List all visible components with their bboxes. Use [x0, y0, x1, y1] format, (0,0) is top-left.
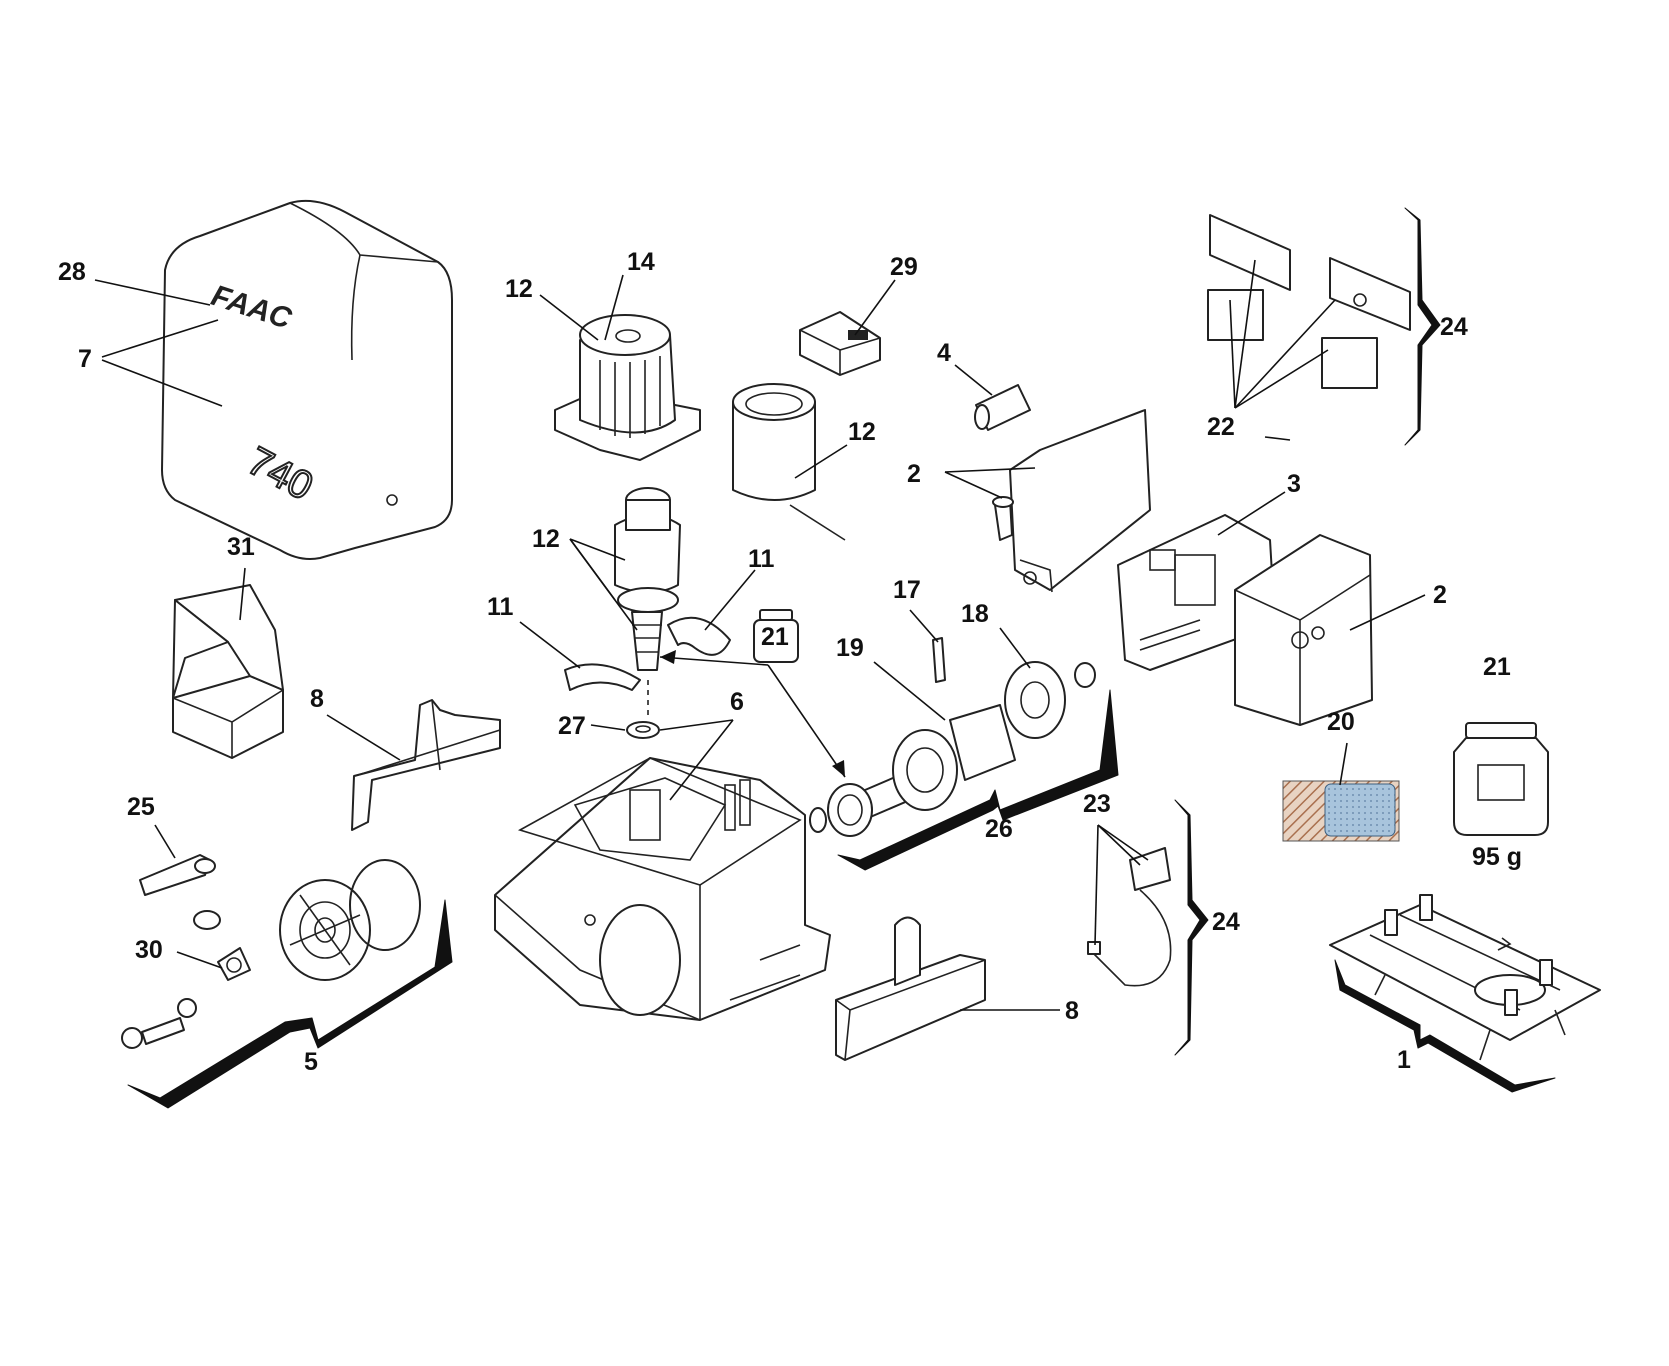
motor-winding — [732, 383, 846, 541]
gearbox-housing — [494, 757, 831, 1021]
callout-29: 29 — [890, 253, 918, 281]
callout-24a: 24 — [1440, 313, 1468, 341]
filter-pad — [1282, 780, 1400, 842]
callout-19: 19 — [836, 634, 864, 662]
release-bracket-right — [835, 916, 986, 1061]
callout-30: 30 — [135, 936, 163, 964]
callout-21b: 21 — [1483, 653, 1511, 681]
callout-11a: 11 — [748, 545, 775, 573]
callout-4: 4 — [937, 339, 951, 367]
capacitor — [974, 384, 1031, 431]
grease-jar-small — [753, 609, 799, 663]
callout-11b: 11 — [487, 593, 514, 621]
callout-12a: 12 — [505, 275, 533, 303]
limit-switch — [1087, 847, 1172, 987]
callout-6: 6 — [730, 688, 744, 716]
callout-21a-label: 21 — [761, 623, 789, 651]
release-bracket-left — [351, 699, 501, 831]
motor-stator — [554, 314, 701, 461]
jar-weight: 95 g — [1472, 843, 1522, 871]
callout-14: 14 — [627, 248, 655, 276]
grease-pointer-arrows — [659, 650, 846, 778]
callout-23: 23 — [1083, 790, 1111, 818]
callout-2b: 2 — [1433, 581, 1447, 609]
callout-26: 26 — [985, 815, 1013, 843]
callout-12c: 12 — [532, 525, 560, 553]
callout-27: 27 — [558, 712, 586, 740]
output-gear — [1004, 661, 1096, 739]
motor-cover: FAAC 740 — [161, 199, 453, 560]
bearing — [626, 721, 660, 739]
board-mounting-plate — [992, 409, 1151, 593]
release-knob-kit — [121, 854, 421, 1049]
grease-jar — [1453, 722, 1549, 836]
callout-31: 31 — [227, 533, 255, 561]
output-shaft — [809, 704, 1016, 837]
callout-12b: 12 — [848, 418, 876, 446]
pin — [932, 637, 946, 683]
callout-22: 22 — [1207, 413, 1235, 441]
limit-connectors — [1207, 214, 1411, 389]
callout-labels: 28 7 12 14 29 24 4 12 22 2 3 12 31 11 11… — [58, 248, 1522, 1076]
callout-1: 1 — [1397, 1046, 1411, 1074]
accessory-box — [172, 584, 284, 759]
callout-5: 5 — [304, 1048, 318, 1076]
group-braces — [127, 207, 1556, 1109]
callout-3: 3 — [1287, 470, 1301, 498]
snap-ring-left — [564, 663, 641, 691]
callout-17: 17 — [893, 576, 921, 604]
motor-rotor — [614, 487, 681, 715]
callout-7: 7 — [78, 345, 92, 373]
leader-lines — [94, 259, 1426, 1011]
callout-24b: 24 — [1212, 908, 1240, 936]
foundation-plate — [1329, 894, 1601, 1061]
control-enclosure — [1234, 534, 1373, 726]
snap-ring-right — [667, 616, 731, 656]
callout-28: 28 — [58, 258, 86, 286]
callout-8b: 8 — [1065, 997, 1079, 1025]
encoder-module — [799, 311, 881, 376]
callout-18: 18 — [961, 600, 989, 628]
callout-25: 25 — [127, 793, 155, 821]
callout-20: 20 — [1327, 708, 1355, 736]
callout-2a: 2 — [907, 460, 921, 488]
callout-8a: 8 — [310, 685, 324, 713]
